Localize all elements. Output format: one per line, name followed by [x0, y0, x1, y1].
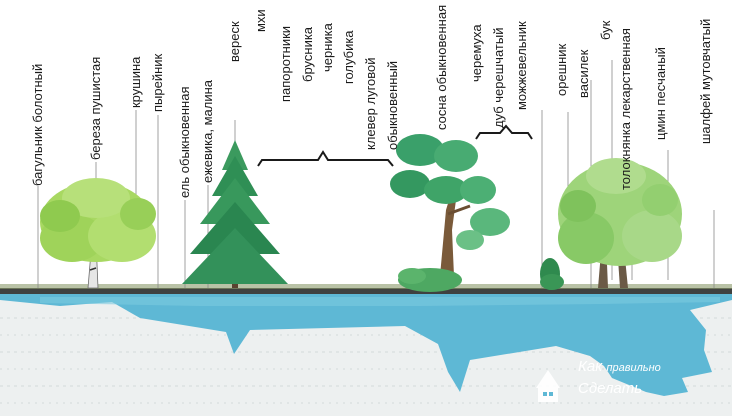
label-el: ель обыкновенная	[177, 86, 192, 198]
ground-grass	[0, 284, 732, 289]
moss-group-brace	[257, 150, 394, 167]
label-sosna: сосна обыкновенная	[434, 4, 449, 130]
label-cheremukha: черемуха	[469, 24, 484, 82]
label-golubika: голубика	[341, 30, 356, 84]
groundwater-highlight	[40, 297, 720, 306]
label-klever: клевер луговой	[363, 57, 378, 150]
label-vasilek: василек	[576, 49, 591, 98]
label-bereza: береза пушистая	[88, 56, 103, 160]
oak-group-brace	[475, 124, 533, 140]
low-shrub	[398, 268, 462, 292]
birch-tree	[40, 178, 156, 289]
label-shalfey: шалфей мутовчатый	[698, 18, 713, 144]
label-brusnika: брусника	[300, 26, 315, 82]
juniper-bush	[540, 258, 564, 290]
label-oreshnik: орешник	[554, 43, 569, 96]
spruce-tree	[182, 140, 288, 288]
watermark-title: Как правильно	[578, 358, 661, 375]
label-obyknovenny: обыкновенный	[385, 60, 400, 150]
label-tsmin: цмин песчаный	[653, 47, 668, 140]
label-dub: дуб черешчатый	[491, 27, 506, 128]
watermark-sdelat: Сделать	[578, 380, 643, 397]
pine-tree	[390, 134, 510, 276]
label-buk: бук	[598, 20, 613, 40]
label-veresk: вереск	[227, 21, 242, 62]
label-bagulnik: багульник болотный	[30, 63, 45, 186]
watermark-logo-icon	[536, 370, 560, 402]
label-chernika: черника	[320, 23, 335, 72]
label-paporotniki: папоротники	[278, 25, 293, 102]
hazel-bush	[558, 158, 682, 288]
label-tolokyanka: толокнянка лекарственная	[618, 28, 633, 190]
watermark-pravilno: правильно	[606, 362, 661, 374]
label-mozhzhevelnik: можжевельник	[514, 21, 529, 110]
label-mkhi: мхи	[253, 9, 268, 32]
label-ezhevika: ежевика, малина	[200, 79, 215, 183]
groundwater-layer	[0, 292, 732, 396]
label-krushina: крушина	[128, 56, 143, 108]
label-pyreynik: пырейник	[150, 53, 165, 112]
ground-surface	[0, 288, 732, 294]
watermark-kak: Как	[578, 358, 603, 375]
